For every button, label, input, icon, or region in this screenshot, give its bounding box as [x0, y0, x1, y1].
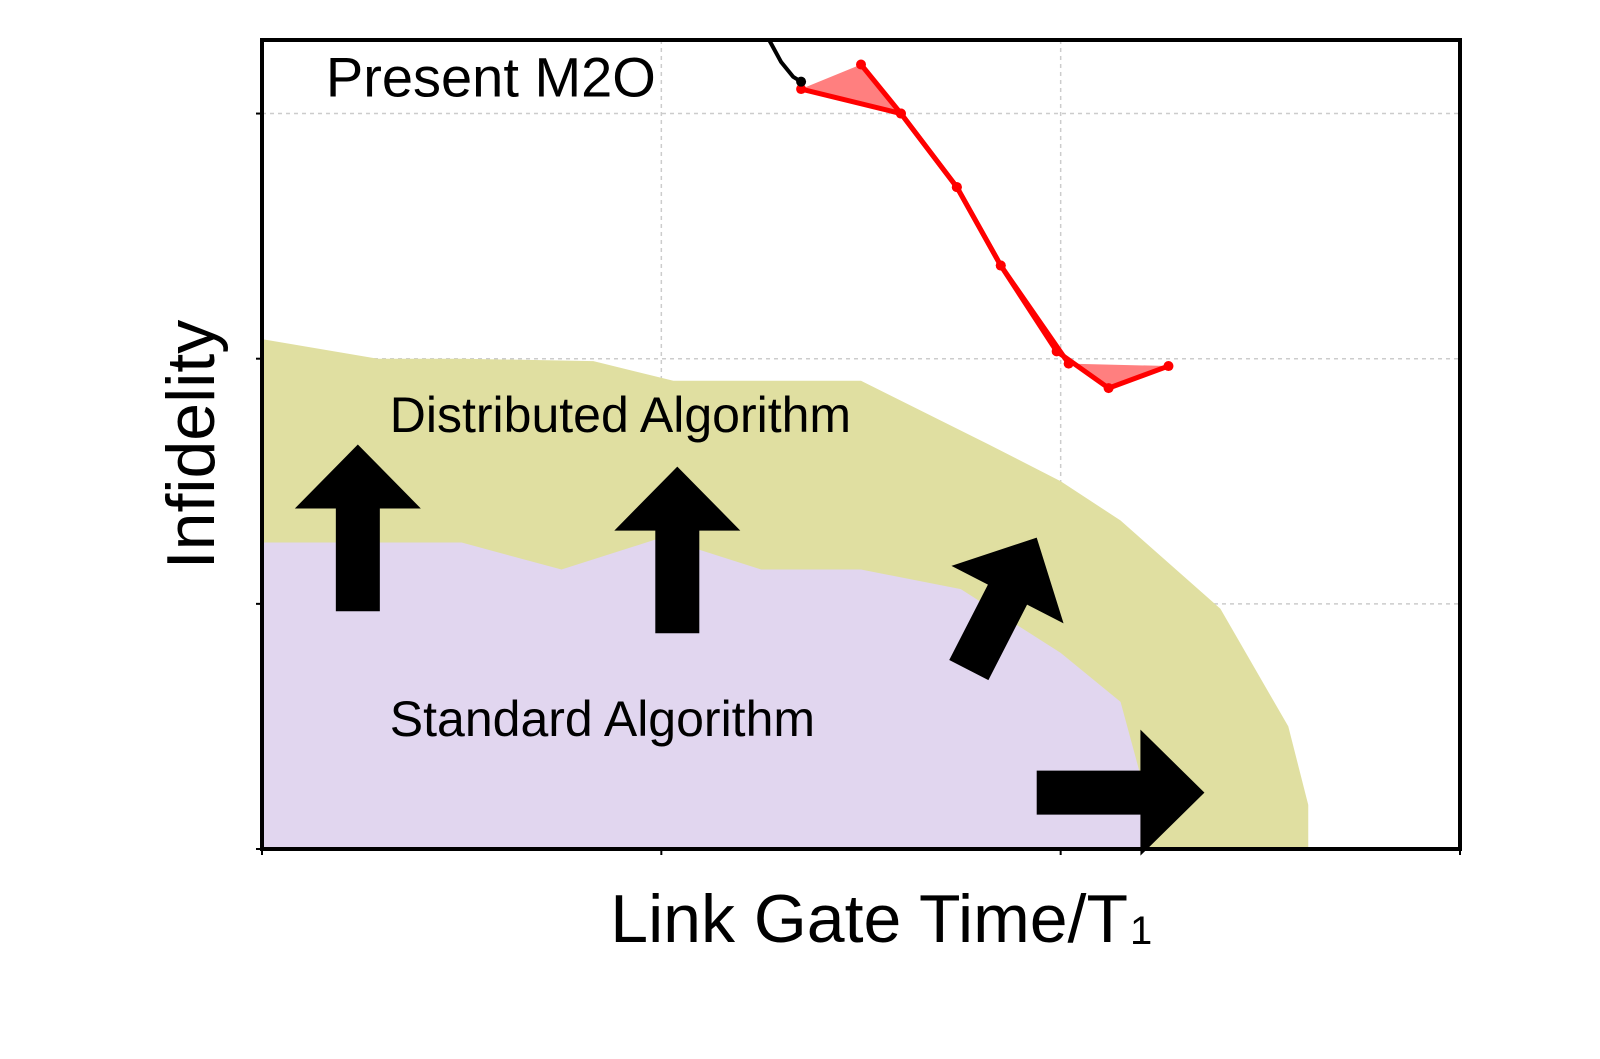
x-axis-label: Link Gate Time/T — [610, 881, 1128, 957]
m2o-point-9 — [1051, 346, 1062, 357]
standard-algorithm-label: Standard Algorithm — [390, 691, 815, 747]
distributed-algorithm-label: Distributed Algorithm — [390, 387, 851, 443]
m2o-point-5 — [796, 84, 807, 95]
plot-frame — [260, 38, 1462, 851]
x-axis-label-main: Link Gate Time/T — [610, 881, 1128, 957]
arrow-right-3 — [1036, 729, 1205, 856]
m2o-point-6 — [895, 108, 906, 119]
m2o-lower-line — [800, 86, 1170, 391]
black-curve — [767, 39, 803, 84]
m2o-series — [796, 59, 1174, 394]
m2o-point-7 — [951, 182, 962, 193]
axis-ticks — [256, 112, 1461, 855]
m2o-point-10 — [1103, 383, 1114, 394]
x-axis-label-subscript: 1 — [1130, 909, 1152, 953]
black-curve-point — [796, 76, 807, 87]
m2o-point-11 — [1163, 361, 1174, 372]
m2o-point-0 — [856, 59, 866, 70]
arrow-up-right-2 — [949, 537, 1064, 681]
arrow-up-0 — [294, 444, 421, 612]
arrow-up-1 — [614, 466, 741, 634]
y-axis-label: Infidelity — [153, 320, 229, 569]
m2o-point-8 — [995, 260, 1006, 271]
present-m2o-label: Present M2O — [326, 45, 656, 108]
arrows — [294, 444, 1205, 856]
standard-algorithm-region — [262, 537, 1141, 849]
m2o-point-4 — [1063, 358, 1074, 369]
